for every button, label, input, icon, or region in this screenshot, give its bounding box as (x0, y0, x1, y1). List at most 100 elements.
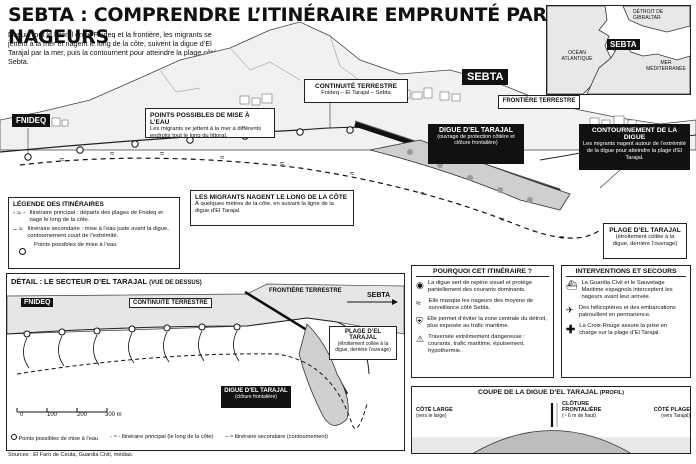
warning-icon: ⚠ (416, 334, 425, 344)
profile-left: CÔTÉ LARGE (vers le large) (416, 407, 466, 420)
why-item-3: ⚠ Traversée extrêmement dangereuse : cou… (416, 334, 525, 354)
frontier-label: FRONTIÈRE TERRESTRE (498, 95, 580, 109)
plage-text: (étroitement collée à la digue, derrière… (612, 234, 678, 247)
swim-callout: LES MIGRANTS NAGENT LE LONG DE LA CÔTE À… (190, 190, 354, 226)
detail-fnideq-badge: FNIDEQ (21, 298, 54, 307)
page-title: SEBTA : COMPRENDRE L’ITINÉRAIRE EMPRUNTÉ… (8, 4, 591, 48)
digue-text: (ouvrage de protection côtière et clôtur… (437, 134, 515, 147)
entry-points-callout: POINTS POSSIBLES DE MISE À L’EAU Les mig… (145, 108, 275, 139)
why-box: POURQUOI CET ITINÉRAIRE ? ◉ La digue ser… (411, 265, 554, 378)
profile-center-text: (~ 6 m de haut) (562, 413, 597, 419)
boat-icon: ⛴ (566, 280, 578, 290)
profile-right-text: (vers Tarajal) (661, 413, 690, 419)
detail-legend-secondary: – ≈ Itinéraire secondaire (contournement… (225, 434, 328, 440)
continuity-title: CONTINUITÉ TERRESTRE (314, 83, 398, 90)
inset-map-drawing (547, 6, 690, 94)
legend-main-row: - ≈ - Itinéraire principal : départs des… (13, 210, 175, 224)
why-item-2: ⛨ Elle permet d’éviter la zone centrale … (416, 316, 547, 329)
why-title: POURQUOI CET ITINÉRAIRE ? (416, 268, 549, 277)
detail-digue-title: DIGUE D’EL TARAJAL (224, 388, 288, 394)
sources: Sources : El Faro de Ceuta, Guardia Civi… (8, 452, 134, 458)
detail-subtitle: (VUE DE DESSUS) (149, 280, 202, 286)
secondary-route-icon: – ≈ (13, 226, 23, 233)
profile-box: COUPE DE LA DIGUE D’EL TARAJAL (PROFIL) … (411, 386, 691, 454)
detail-sebta-label: SEBTA (367, 292, 391, 299)
scale-300: 300 m (105, 412, 122, 418)
profile-title: COUPE DE LA DIGUE D’EL TARAJAL (478, 389, 598, 396)
profile-center: CLÔTURE FRONTALIÈRE (~ 6 m de haut) (562, 401, 622, 420)
inset-gibraltar-label: DÉTROIT DE GIBRALTAR (633, 9, 664, 21)
inset-med-label: MER MÉDITERRANÉE (646, 60, 686, 72)
svg-text:≈: ≈ (110, 149, 115, 158)
inset-atlantic-label: OCÉAN ATLANTIQUE (561, 50, 593, 62)
contour-title: CONTOURNEMENT DE LA DIGUE (591, 127, 678, 141)
profile-left-title: CÔTÉ LARGE (416, 407, 453, 413)
detail-legend-points: Points possibles de mise à l’eau (11, 434, 98, 442)
helicopter-icon: ✈ (566, 305, 574, 315)
plage-title: PLAGE D’EL TARAJAL (609, 227, 681, 234)
sebta-badge: SEBTA (462, 69, 509, 85)
plage-callout: PLAGE D’EL TARAJAL (étroitement collée à… (603, 223, 687, 259)
digue-callout: DIGUE D’EL TARAJAL (ouvrage de protectio… (428, 124, 524, 164)
detail-title: DÉTAIL : LE SECTEUR D’EL TARAJAL (11, 277, 147, 286)
continuity-callout: CONTINUITÉ TERRESTRE Fnideq – El Tarajal… (304, 79, 408, 103)
svg-text:≈: ≈ (500, 215, 505, 224)
svg-text:≈: ≈ (420, 189, 425, 198)
contour-text: Les migrants nagent autour de l’extrémit… (583, 141, 686, 161)
intro-text: Depuis tout le littoral entre Fnideq et … (8, 30, 217, 66)
digue-title: DIGUE D’EL TARAJAL (438, 127, 514, 134)
legend-secondary-row: – ≈ Itinéraire secondaire : mise à l’eau… (13, 226, 175, 240)
profile-subtitle: (PROFIL) (599, 390, 624, 396)
profile-title-row: COUPE DE LA DIGUE D’EL TARAJAL (PROFIL) (412, 389, 690, 396)
svg-text:≈: ≈ (350, 169, 355, 178)
why-item-0: ◉ La digue sert de repère visuel et prot… (416, 280, 532, 293)
svg-text:≈: ≈ (280, 159, 285, 168)
legend-box: LÉGENDE DES ITINÉRAIRES - ≈ - Itinéraire… (8, 197, 180, 269)
profile-center-title: CLÔTURE FRONTALIÈRE (562, 401, 602, 413)
profile-drawing (412, 403, 690, 453)
detail-panel: DÉTAIL : LE SECTEUR D’EL TARAJAL (VUE DE… (6, 273, 405, 451)
profile-left-text: (vers le large) (416, 413, 447, 419)
detail-digue-text: (clôture frontalière) (235, 394, 277, 400)
scale-0: 0 (20, 412, 24, 418)
detail-continuity-label: CONTINUITÉ TERRESTRE (129, 298, 212, 308)
inset-map: DÉTROIT DE GIBRALTAR SEBTA OCÉAN ATLANTI… (546, 5, 691, 95)
cross-icon: ✚ (566, 324, 576, 336)
scale-100: 100 (47, 412, 58, 418)
rescue-item-0: ⛴ La Guardia Civil et le Sauvetage Marit… (566, 280, 673, 300)
profile-right-title: CÔTÉ PLAGE (653, 407, 690, 413)
shield-icon: ⛨ (416, 316, 423, 326)
rescue-item-2: ✚ La Croix-Rouge assure la prise en char… (566, 323, 668, 336)
rescue-item-1: ✈ Des hélicoptères et des embarcations p… (566, 305, 676, 318)
entry-point-icon (13, 242, 31, 260)
detail-digue-callout: DIGUE D’EL TARAJAL (clôture frontalière) (221, 386, 291, 408)
svg-text:≈: ≈ (160, 149, 165, 158)
swim-title: LES MIGRANTS NAGENT LE LONG DE LA CÔTE (195, 194, 348, 201)
rescue-box: INTERVENTIONS ET SECOURS ⛴ La Guardia Ci… (561, 265, 691, 378)
entry-points-title: POINTS POSSIBLES DE MISE À L’EAU (150, 112, 250, 126)
profile-right: CÔTÉ PLAGE (vers Tarajal) (644, 407, 690, 420)
main-route-icon: - ≈ - (13, 210, 26, 217)
inset-sebta-badge: SEBTA (607, 39, 640, 50)
detail-frontier-label: FRONTIÈRE TERRESTRE (269, 288, 342, 294)
detail-title-row: DÉTAIL : LE SECTEUR D’EL TARAJAL (VUE DE… (11, 277, 202, 286)
why-item-1: ≈ Elle masque les nageurs des moyens de … (416, 298, 534, 311)
swimmer-icon: ≈ (416, 298, 421, 308)
entry-points-text: Les migrants se jettent à la mer à diffé… (150, 126, 262, 139)
scale-200: 200 (77, 412, 88, 418)
svg-text:≈: ≈ (60, 155, 65, 164)
legend-secondary-text: Itinéraire secondaire : mise à l’eau jus… (27, 226, 169, 239)
detail-legend-row: Points possibles de mise à l’eau - ≈ - I… (11, 434, 400, 442)
detail-plage-text: (étroitement collée à la digue, derrière… (335, 341, 391, 353)
legend-title: LÉGENDE DES ITINÉRAIRES (13, 201, 104, 208)
detail-map (7, 283, 404, 429)
rescue-title: INTERVENTIONS ET SECOURS (566, 268, 686, 277)
contour-callout: CONTOURNEMENT DE LA DIGUE Les migrants n… (579, 124, 690, 170)
detail-legend-main: - ≈ - Itinéraire principal (le long de l… (110, 434, 214, 440)
fnideq-badge: FNIDEQ (12, 114, 51, 127)
legend-points-row: Points possibles de mise à l’eau (13, 242, 175, 260)
detail-plage-title: PLAGE D’EL TARAJAL (344, 329, 381, 341)
eye-icon: ◉ (416, 280, 424, 290)
detail-plage-callout: PLAGE D’EL TARAJAL (étroitement collée à… (329, 326, 397, 360)
swim-text: À quelques mètres de la côte, en suivant… (195, 201, 334, 214)
